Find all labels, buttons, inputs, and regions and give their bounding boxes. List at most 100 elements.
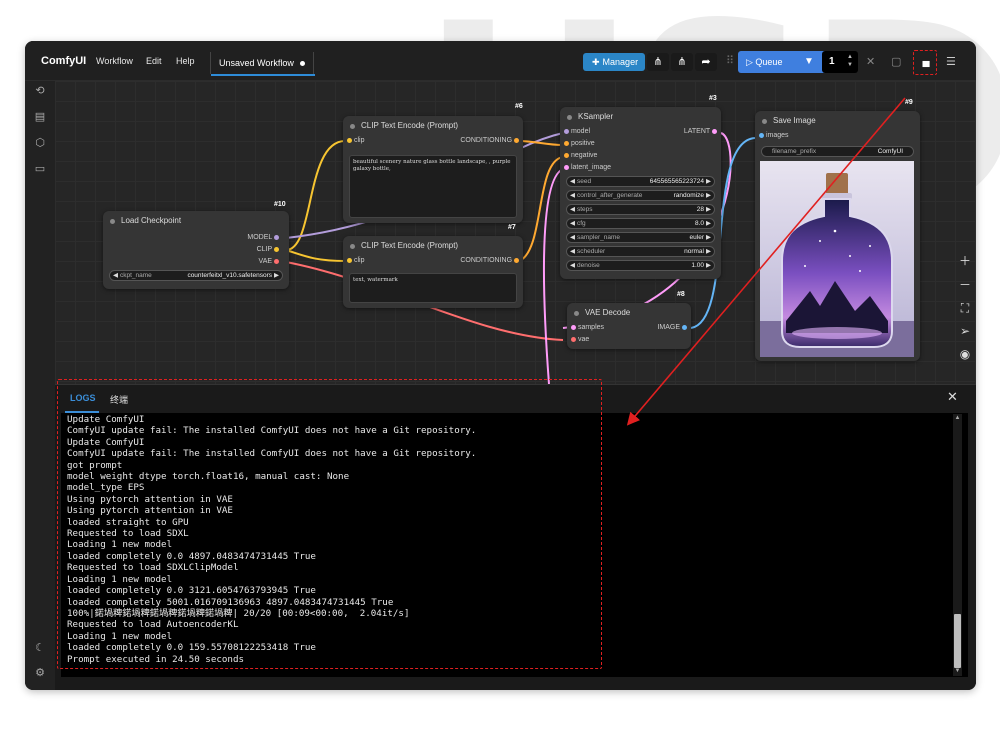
unsaved-dot-icon bbox=[299, 61, 305, 67]
queue-button-label: ▷ Queue bbox=[746, 57, 783, 67]
settings-icon[interactable]: ⚙ bbox=[35, 667, 45, 679]
bottom-panel: LOGS 终端 ✕ Update ComfyUI ComfyUI update … bbox=[55, 384, 976, 690]
input-vae[interactable]: vae bbox=[571, 336, 589, 343]
node-title: CLIP Text Encode (Prompt) bbox=[343, 116, 523, 136]
node-id-label: #9 bbox=[905, 99, 913, 106]
node-id-label: #6 bbox=[515, 103, 523, 110]
queue-count-input[interactable]: 1 bbox=[822, 51, 858, 73]
stop-icon[interactable]: ▢ bbox=[891, 56, 902, 68]
link-latent-image bbox=[542, 168, 564, 384]
model-library-icon[interactable]: ⋔ bbox=[671, 53, 693, 71]
prompt-textarea[interactable]: text, watermark bbox=[349, 273, 517, 303]
chevron-down-icon[interactable]: ▼ bbox=[804, 56, 814, 67]
arrow-right-icon[interactable]: ▶ bbox=[274, 272, 279, 279]
folder-icon[interactable]: ▭ bbox=[34, 163, 46, 175]
select-tool-icon[interactable]: ➢ bbox=[959, 324, 971, 338]
ckpt-name-widget[interactable]: ◀ ckpt_name counterfeitxl_v10.safetensor… bbox=[109, 270, 283, 281]
menu-edit[interactable]: Edit bbox=[146, 56, 162, 66]
menu-workflow[interactable]: Workflow bbox=[96, 56, 133, 66]
link-cond-neg bbox=[518, 156, 564, 262]
input-clip[interactable]: clip bbox=[347, 257, 364, 264]
toggle-bottom-panel-icon[interactable]: ▄ bbox=[922, 56, 930, 67]
queue-count-stepper[interactable]: ▲▼ bbox=[847, 54, 853, 68]
scroll-up-icon[interactable]: ▲ bbox=[954, 415, 961, 421]
node-vae-decode[interactable]: VAE Decode samples vae IMAGE bbox=[567, 303, 691, 349]
workflow-tab-indicator bbox=[211, 74, 315, 76]
node-load-checkpoint[interactable]: Load Checkpoint MODEL CLIP VAE ◀ ckpt_na… bbox=[103, 211, 289, 289]
share-icon[interactable]: ➦ bbox=[695, 53, 717, 71]
output-model[interactable]: MODEL bbox=[247, 234, 279, 241]
app-brand: ComfyUI bbox=[41, 55, 87, 67]
close-queue-icon[interactable]: ✕ bbox=[866, 56, 876, 68]
output-vae[interactable]: VAE bbox=[259, 258, 279, 265]
scroll-down-icon[interactable]: ▼ bbox=[954, 668, 961, 674]
node-title: KSampler bbox=[560, 107, 721, 127]
output-image[interactable]: IMAGE bbox=[657, 324, 687, 331]
node-id-label: #7 bbox=[508, 224, 516, 231]
input-latent-image[interactable]: latent_image bbox=[564, 164, 611, 171]
eye-icon[interactable]: ◉ bbox=[959, 347, 971, 361]
node-title: VAE Decode bbox=[567, 303, 691, 323]
node-id-label: #10 bbox=[274, 201, 286, 208]
node-id-label: #3 bbox=[709, 95, 717, 102]
node-title: Save Image bbox=[755, 111, 920, 131]
input-images[interactable]: images bbox=[759, 132, 789, 139]
input-clip[interactable]: clip bbox=[347, 137, 364, 144]
history-icon[interactable]: ⟲ bbox=[35, 85, 45, 97]
sidebar: ⟲ ▤ ⬡ ▭ ☾ ⚙ bbox=[25, 81, 55, 690]
node-ksampler[interactable]: KSampler model positive negative latent_… bbox=[560, 107, 721, 279]
fit-view-icon[interactable]: ⛶ bbox=[960, 301, 970, 315]
manager-button-label: Manager bbox=[602, 57, 639, 67]
input-positive[interactable]: positive bbox=[564, 140, 595, 147]
moon-icon[interactable]: ☾ bbox=[35, 642, 45, 654]
tab-terminal[interactable]: 终端 bbox=[110, 395, 129, 405]
manager-button[interactable]: ✚Manager bbox=[583, 53, 645, 71]
input-samples[interactable]: samples bbox=[571, 324, 604, 331]
input-model[interactable]: model bbox=[564, 128, 590, 135]
zoom-in-icon[interactable]: ＋ bbox=[958, 254, 971, 268]
link-clip-neg bbox=[285, 249, 346, 262]
menu-help[interactable]: Help bbox=[176, 56, 195, 66]
node-title: CLIP Text Encode (Prompt) bbox=[343, 236, 523, 256]
node-title: Load Checkpoint bbox=[103, 211, 289, 231]
zoom-out-icon[interactable]: － bbox=[958, 278, 971, 292]
output-latent[interactable]: LATENT bbox=[684, 128, 717, 135]
graph-canvas[interactable]: Load Checkpoint MODEL CLIP VAE ◀ ckpt_na… bbox=[55, 81, 976, 384]
menu-icon[interactable]: ☰ bbox=[946, 56, 956, 68]
input-negative[interactable]: negative bbox=[564, 152, 597, 159]
menubar: ComfyUI Workflow Edit Help Unsaved Workf… bbox=[25, 41, 976, 81]
puzzle-icon: ✚ bbox=[592, 57, 600, 67]
cube-icon[interactable]: ⬡ bbox=[35, 137, 45, 149]
output-clip[interactable]: CLIP bbox=[257, 246, 279, 253]
drag-handle-icon[interactable]: ⠿ bbox=[726, 55, 735, 67]
node-clip-text-encode-negative[interactable]: CLIP Text Encode (Prompt) clip CONDITION… bbox=[343, 236, 523, 308]
prompt-textarea[interactable]: beautiful scenery nature glass bottle la… bbox=[349, 155, 517, 218]
output-conditioning[interactable]: CONDITIONING bbox=[460, 257, 519, 264]
comfyui-window: ComfyUI Workflow Edit Help Unsaved Workf… bbox=[25, 41, 976, 690]
node-clip-text-encode-positive[interactable]: CLIP Text Encode (Prompt) clip CONDITION… bbox=[343, 116, 523, 223]
node-id-label: #8 bbox=[677, 291, 685, 298]
scrollbar[interactable]: ▲ ▼ bbox=[953, 414, 962, 676]
close-icon[interactable]: ✕ bbox=[947, 389, 958, 404]
node-library-icon[interactable]: ⋔ bbox=[647, 53, 669, 71]
queue-list-icon[interactable]: ▤ bbox=[34, 111, 46, 123]
arrow-left-icon[interactable]: ◀ bbox=[113, 272, 118, 279]
scrollbar-thumb[interactable] bbox=[954, 614, 961, 668]
output-conditioning[interactable]: CONDITIONING bbox=[460, 137, 519, 144]
output-image-preview bbox=[760, 161, 914, 357]
tab-logs[interactable]: LOGS bbox=[70, 393, 96, 403]
workflow-tab[interactable]: Unsaved Workflow bbox=[210, 52, 314, 74]
link-cond-pos bbox=[518, 140, 564, 146]
queue-button[interactable]: ▷ Queue ▼ bbox=[738, 51, 832, 73]
log-output[interactable]: Update ComfyUI ComfyUI update fail: The … bbox=[61, 413, 968, 677]
workflow-tab-label: Unsaved Workflow bbox=[219, 58, 294, 68]
